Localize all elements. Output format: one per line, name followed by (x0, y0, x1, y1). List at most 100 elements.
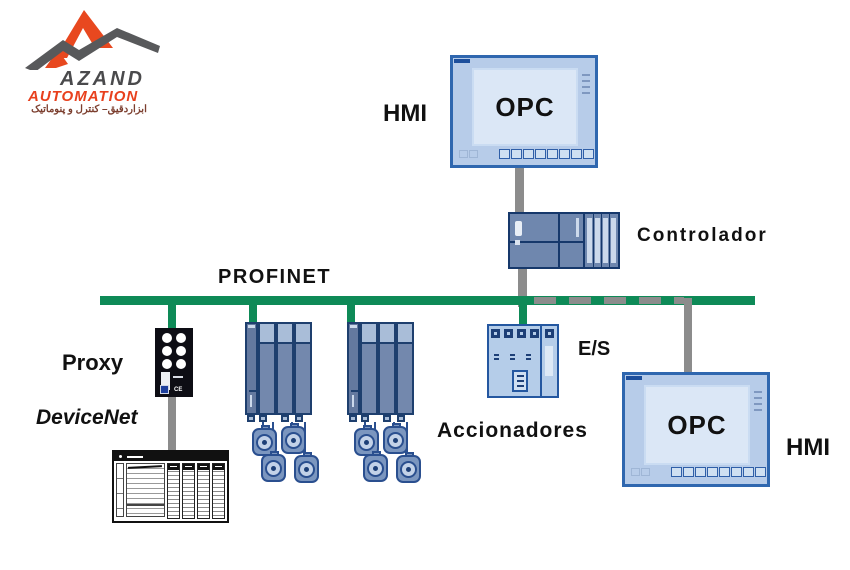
drive-connector (281, 415, 289, 422)
drive-connector (259, 415, 267, 422)
drive-power-module (360, 322, 378, 415)
io-terminal (545, 329, 554, 338)
io-mark (494, 358, 499, 360)
module-stripe (587, 218, 592, 263)
proxy-ce-mark: CE (174, 387, 183, 393)
module-stripe (595, 218, 600, 263)
drive-connector (361, 415, 369, 422)
io-label: E/S (578, 338, 611, 360)
hmi-function-key (695, 467, 706, 477)
hmi-bottom-panel: OPC (622, 372, 770, 487)
profinet-bus-label: PROFINET (218, 266, 332, 288)
logo-subbrand-text: AUTOMATION (28, 88, 139, 105)
hmi-top-to-controller-cable (515, 167, 524, 213)
module-stripe (611, 218, 616, 263)
controller-divider (510, 241, 585, 243)
io-mark (510, 354, 515, 356)
proxy-label: Proxy (62, 350, 124, 375)
module-stripe (576, 218, 579, 237)
controller-divider (609, 214, 610, 267)
hmi-function-key (571, 149, 582, 159)
hmi-function-key (743, 467, 754, 477)
rack-top-band (114, 452, 227, 461)
drive-power-module (396, 322, 414, 415)
rack-left-strip (116, 463, 124, 517)
hmi-function-key (707, 467, 718, 477)
hmi-function-key (583, 149, 594, 159)
hmi-aux-button (459, 150, 468, 158)
hmi-side-mark (754, 397, 762, 399)
hmi-side-mark (754, 403, 762, 405)
devicenet-label: DeviceNet (36, 406, 138, 429)
hmi-bottom-screen-text: OPC (667, 409, 727, 440)
hmi-top-panel: OPC (450, 55, 598, 168)
drives-label: Accionadores (437, 419, 588, 442)
proxy-port (176, 346, 186, 356)
module-stripe (603, 218, 608, 263)
hmi-top-screen-text: OPC (495, 91, 555, 122)
bus-drop-io (519, 303, 527, 325)
hmi-aux-button (641, 468, 650, 476)
hmi-side-mark (582, 92, 590, 94)
hmi-side-mark (754, 391, 762, 393)
hmi-function-key (731, 467, 742, 477)
drive-control-module (245, 322, 258, 415)
drive-power-module (378, 322, 396, 415)
hmi-function-key (547, 149, 558, 159)
hmi-bottom-label: HMI (786, 434, 830, 461)
motor (261, 451, 286, 482)
io-terminal (504, 329, 513, 338)
hmi-function-key (671, 467, 682, 477)
controller-to-bus-cable (518, 268, 527, 307)
motor (281, 423, 306, 454)
bus-drop-drive2 (347, 303, 355, 323)
controller-divider (583, 214, 585, 267)
drive-power-module (294, 322, 312, 415)
hmi-top-label: HMI (383, 100, 427, 127)
drive-connector (397, 415, 405, 422)
drive-control-module (347, 322, 360, 415)
controller-divider (593, 214, 594, 267)
proxy-port (162, 333, 172, 343)
cpu-led (515, 240, 520, 245)
io-mark (526, 358, 531, 360)
bus-drop-drive1 (249, 303, 257, 323)
proxy-print-mark (173, 376, 183, 378)
motor (294, 452, 319, 483)
hmi-function-key (559, 149, 570, 159)
rack-main-panel (126, 463, 165, 517)
drive-connector (295, 415, 303, 422)
motor (396, 452, 421, 483)
io-terminal (517, 329, 526, 338)
io-divider (540, 326, 542, 396)
proxy-connector (160, 385, 169, 394)
drive-power-module (276, 322, 294, 415)
io-terminal (530, 329, 539, 338)
io-side-stripe (545, 346, 553, 376)
hmi-side-mark (582, 80, 590, 82)
proxy-port (176, 333, 186, 343)
controller-label: Controlador (637, 225, 768, 246)
motor (383, 423, 408, 454)
io-front-connector (512, 370, 528, 392)
hmi-bottom-screen: OPC (644, 385, 750, 465)
proxy-port (162, 359, 172, 369)
hmi-aux-button (469, 150, 478, 158)
io-terminal (491, 329, 500, 338)
io-mark (494, 354, 499, 356)
company-logo: AZAND AUTOMATION ابزاردقیق– کنترل و پنوم… (0, 0, 190, 130)
logo-tagline-text: ابزاردقیق– کنترل و پنوماتیک (31, 104, 147, 115)
proxy-gateway: CE (155, 328, 193, 397)
hmi-function-key (719, 467, 730, 477)
hmi-function-key (499, 149, 510, 159)
hmi-function-key (683, 467, 694, 477)
bus-drop-proxy (168, 303, 176, 329)
hmi-side-mark (582, 74, 590, 76)
hmi-side-mark (582, 86, 590, 88)
hmi-function-key (511, 149, 522, 159)
rack-io-slot (182, 463, 195, 519)
hmi-logo-strip (454, 59, 470, 63)
drive-connector (349, 415, 357, 422)
hmi-function-key (535, 149, 546, 159)
drive-connector (383, 415, 391, 422)
